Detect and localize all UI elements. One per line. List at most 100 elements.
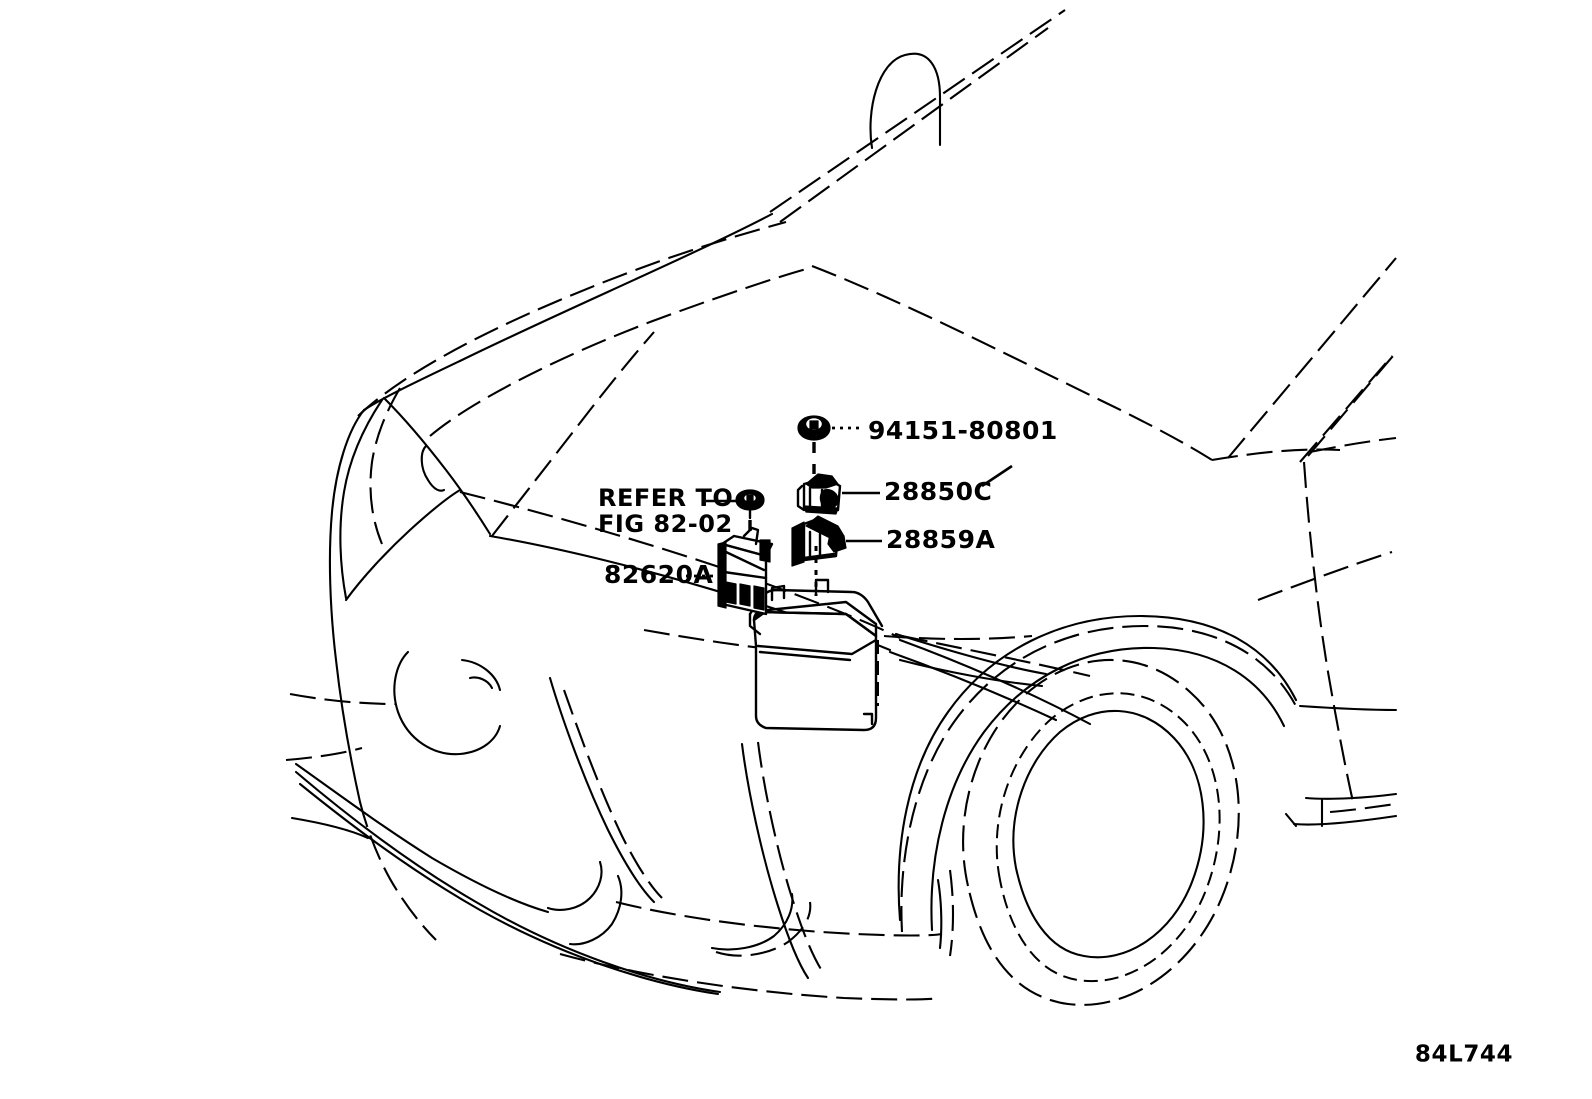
engine-bay-shelf-left (289, 692, 397, 706)
door-lower-feature-line (1257, 550, 1393, 601)
label-nut: 94151-80801 (868, 416, 1058, 445)
grille-right-vane-tip (710, 892, 794, 951)
relay-block-diag (724, 550, 766, 572)
battery-terminal-left (770, 584, 786, 602)
fascia-seam-right-2 (948, 869, 955, 957)
wheel-rim-circle (1012, 709, 1205, 959)
bracket-right-hook (827, 533, 847, 553)
side-mirror-outline (869, 52, 942, 150)
grille-left-vane-tip (546, 860, 603, 911)
headlamp-lens-edge (491, 331, 655, 537)
fog-lamp-outline (393, 650, 502, 756)
relay-block-upper-tab (742, 526, 760, 546)
leader-clamp-to-body (981, 464, 1013, 488)
leader-lines-group (678, 426, 1013, 578)
relay-block-socket-3 (753, 585, 765, 611)
rocker-end-vertical-2 (1284, 812, 1298, 828)
bracket-lower-edge (802, 552, 836, 560)
grille-right-vane-inner (756, 741, 825, 975)
fender-upper-panel (328, 408, 366, 804)
battery-corner-tab (862, 712, 874, 726)
fog-lamp-detail-arc (468, 676, 494, 690)
rocker-sill-dash (1329, 802, 1397, 814)
wheel-arch-outer-dash (900, 624, 1299, 933)
fascia-seam-right (936, 878, 943, 950)
clamp-bolt-boss (819, 489, 839, 510)
assembly-axes-group (748, 442, 818, 596)
door-cut-vertical (1302, 461, 1356, 807)
tire-outer-circle (962, 658, 1240, 1006)
grille-left-vane-outer (548, 676, 656, 904)
hood-lower-crease (429, 266, 811, 437)
hood-nose-secondary (459, 490, 901, 639)
door-frame-outer-line (1307, 349, 1399, 457)
labels-group: 94151-80801 28850C 28859A 82620A REFER T… (598, 416, 1513, 1068)
battery-body (752, 610, 878, 732)
roof-edge-line (769, 9, 1066, 213)
grille-left-vane-inner (563, 689, 663, 899)
bumper-valance-lower (559, 952, 941, 1001)
battery-front-ridge (756, 638, 878, 656)
hood-top-crease (357, 220, 787, 417)
headlamp-outer-edge (339, 398, 384, 600)
grille-right-vane-outer (740, 742, 810, 980)
body-side-crease (888, 650, 1058, 722)
relay-block-mid-divider (722, 570, 768, 580)
fog-lamp-inner-arc (460, 658, 502, 692)
engine-bay-strut-line (894, 632, 1048, 676)
engine-bay-shelf-left-2 (285, 746, 363, 762)
body-side-lower-crease (901, 634, 1091, 678)
relay-block-top (720, 534, 774, 558)
nut-94151-80801 (797, 415, 831, 441)
tire-sidewall-circle (995, 692, 1221, 983)
battery-assembly (748, 578, 884, 732)
clamp-lower-lip (803, 505, 839, 515)
bracket-vertical-plate (791, 521, 805, 567)
door-frame-upper-line (1227, 257, 1397, 459)
battery-top-rim (748, 612, 762, 636)
battery-front-ridge-2 (758, 650, 852, 662)
label-carrier-bracket: 28859A (886, 525, 995, 554)
wheel-arch-inner (930, 646, 1286, 932)
vehicle-body-group (285, 9, 1399, 1006)
relay-block-left-rail (717, 541, 727, 609)
bumper-lower-rail-upper (294, 770, 722, 994)
engine-bay-strut-line-2 (898, 658, 1044, 688)
label-relay-block: 82620A (604, 560, 713, 589)
battery-top-face (752, 600, 878, 638)
headlamp-inner-edge (369, 387, 401, 545)
label-refer-line2: FIG 82-02 (598, 510, 733, 538)
clamp-28850c (796, 473, 842, 515)
rocker-sill-line (1304, 792, 1398, 800)
headlamp-lower-edge (344, 488, 462, 602)
headlamp-drl-curve (420, 444, 446, 492)
label-clamp-upper: 28850C (884, 477, 992, 506)
figure-number: 84L744 (1415, 1042, 1513, 1068)
rocker-sill-lower (1292, 814, 1398, 826)
bumper-lower-rail-lower (298, 782, 720, 996)
engine-bay-cross-member-2 (883, 634, 1033, 641)
windshield-upper-line (779, 27, 1049, 223)
label-refer-line1: REFER TO (598, 484, 733, 512)
bumper-lower-lip (294, 762, 550, 914)
carrier-bracket-28859a (791, 515, 847, 567)
headlamp-lens-upper (382, 396, 492, 536)
bumper-valance-upper (615, 900, 943, 937)
cowl-base-line (811, 265, 1213, 461)
door-belt-line (1309, 436, 1397, 454)
nut-bore (809, 420, 819, 430)
rocker-sill-upper (1298, 704, 1398, 712)
relay-block-right-post (759, 539, 771, 563)
clamp-left-flange (796, 484, 806, 512)
relay-block-82620a (717, 526, 774, 616)
refer-clip (735, 489, 765, 520)
refer-clip-bore (746, 494, 754, 503)
grille-left-vane-inner-tip (568, 874, 623, 946)
relay-block-socket-1 (725, 581, 737, 605)
engine-bay-shelf-curve (290, 816, 370, 840)
relay-block-socket-2 (739, 583, 751, 607)
wheel-arch-outer (897, 614, 1298, 922)
clamp-top-cap (805, 473, 839, 489)
